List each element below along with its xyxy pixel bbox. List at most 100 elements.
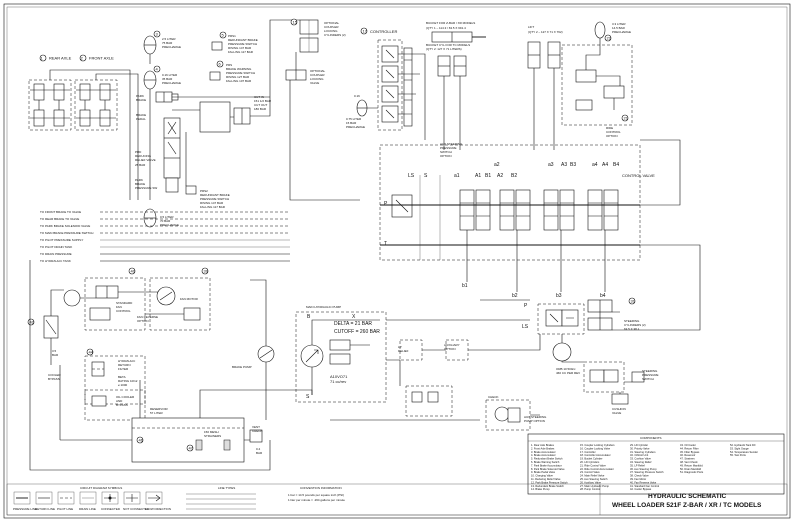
component-item: 31. Steering Cylinders: [630, 450, 656, 454]
port-S: S: [424, 173, 428, 179]
symbol-4: CONNECTED: [101, 507, 121, 511]
steer-ls-label: LS: [522, 324, 529, 330]
component-item: 12. Park Brake Pressure Switch: [531, 480, 568, 484]
num-4: 4: [156, 67, 159, 72]
component-item: 3. Brake Accumulator: [531, 450, 556, 454]
front-axle: 2 FRONT AXLE: [74, 54, 118, 131]
num-47: 47: [189, 446, 194, 451]
convention-line-0: 1 bar = 14.5 pounds per square inch (PSI…: [288, 493, 344, 497]
valve-section-4: [587, 189, 619, 231]
component-item: 32. Orbitrol Unit: [630, 453, 648, 457]
bucket-tc-label: BUCKET CYL FOR TC MODELS(QTY 2: 127 X 71…: [426, 43, 470, 51]
control-valve: CONTROL VALVE a1 A1 B1 a2 A2 B2 a3 A3 B3…: [379, 142, 655, 299]
component-item: 20. Lift Cylinders: [580, 460, 600, 464]
component-item: 5. Redundant Brake Switch: [531, 457, 563, 461]
brake-pump-label: BRAKE PUMP: [232, 365, 252, 369]
lift-cylinders: LIFT (QTY 2 – 127 X 71 X 762): [527, 25, 563, 69]
num-22: 22: [607, 36, 612, 41]
symbol-0: PRESSURE LINE: [13, 507, 37, 511]
component-item: 46. Reservoir: [680, 453, 696, 457]
component-item: 16. Coupler Locking Valve: [580, 446, 611, 450]
component-item: 45. Filter Bypass: [680, 450, 700, 454]
num-17: 17: [363, 29, 368, 34]
brake-pump: BRAKE PUMP: [232, 279, 275, 420]
component-item: 38. Check Valve: [630, 474, 649, 478]
component-item: 34. Steering Relief: [630, 460, 652, 464]
port-B2: B2: [511, 173, 517, 179]
component-item: 8. Park Brake Solenoid Valve: [531, 467, 565, 471]
component-item: 52. Hydraulic Tank Fill: [730, 443, 756, 447]
num-3: 3: [156, 32, 159, 37]
symbol-1: RETURN LINE: [35, 507, 55, 511]
component-item: 33. Cushion Valve: [630, 457, 651, 461]
main-hydraulic-pump: MAIN HYDRAULIC PUMP B X S DELTA = 21 BAR…: [295, 305, 387, 403]
component-item: 48. Vent Check: [680, 460, 698, 464]
check-label: CHECK: [488, 395, 499, 399]
legend-bar: CIRCUIT DIAGRAM SYMBOLS PRESSURE LINE RE…: [6, 483, 788, 516]
component-item: 54. Temperature Sender: [730, 450, 758, 454]
component-item: 49. Return Manifold: [680, 463, 703, 467]
num-40: 40: [131, 269, 136, 274]
bucket-label: BUCKET FOR Z-BAR / XR MODELS: [426, 21, 475, 25]
pump-label: MAIN HYDRAULIC PUMP: [306, 305, 341, 309]
check-valves: CHECK: [405, 385, 499, 417]
port-b4: b4: [600, 293, 606, 299]
convention-line-1: 1 liter per minute = .264 gallons per mi…: [288, 498, 345, 502]
component-item: 47. Strainers: [680, 457, 695, 461]
component-item: 22. Ride Control Accumulator: [580, 467, 614, 471]
port-b2: b2: [512, 293, 518, 299]
legend-line-4: TO PILOT PRESSURE SUPPLY: [40, 238, 83, 242]
front-axle-label: FRONT AXLE: [89, 56, 114, 61]
pump-delta: DELTA = 21 BAR: [334, 321, 372, 327]
port-a3: a3: [548, 162, 554, 168]
component-item: 1. Rear Axle Brakes: [531, 443, 555, 447]
legend-lines: TO FRONT BRAKE TO VALVE TO REAR BRAKE TO…: [40, 210, 290, 263]
port-B3: B3: [570, 162, 576, 168]
component-item: 9. Brake Pedal Valve: [531, 470, 556, 474]
pump-port-B: B: [307, 314, 311, 320]
pump-cutoff: CUTOFF = 260 BAR: [334, 329, 380, 335]
components-heading: COMPONENTS: [640, 436, 662, 440]
symbols-heading: CIRCUIT DIAGRAM SYMBOLS: [80, 486, 122, 490]
lift-label: LIFT: [528, 25, 534, 29]
component-item: 51. Diagnostic Ports: [680, 470, 704, 474]
component-item: 11. Reducing Relief Valve: [531, 477, 561, 481]
symbol-6: FLOW DIRECTION: [145, 507, 171, 511]
controller: 17 CONTROLLER: [360, 27, 413, 131]
valve-section-1: [459, 189, 491, 231]
component-item: 15. Coupler Locking Cylinders: [580, 443, 615, 447]
controller-label: CONTROLLER: [370, 29, 397, 34]
symbol-2: PILOT LINE: [57, 507, 73, 511]
port-A2: A2: [497, 173, 503, 179]
